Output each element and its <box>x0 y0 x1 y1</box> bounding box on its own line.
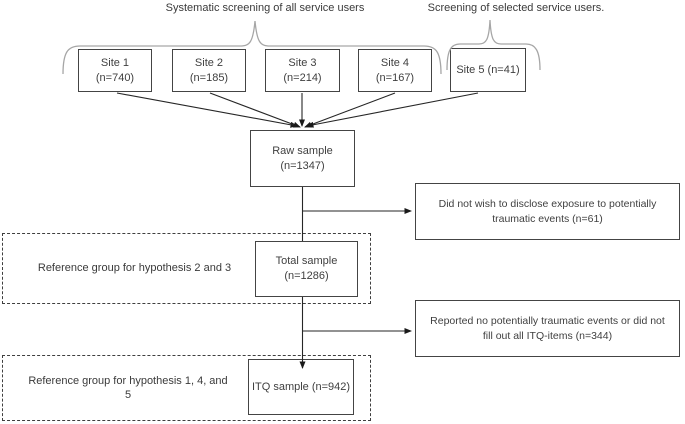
total-sample-box: Total sample (n=1286) <box>255 241 358 297</box>
exclusion-text: Did not wish to disclose exposure to pot… <box>438 198 657 225</box>
reference-group-1-box <box>2 233 371 304</box>
reference-group-1-label: Reference group for hypothesis 2 and 3 <box>37 262 232 275</box>
site-name: Site 5 (n=41) <box>456 63 520 76</box>
arrow-site2-raw <box>209 92 301 128</box>
selected-screening-label: Screening of selected service users. <box>427 2 605 14</box>
site-1-box: Site 1 (n=740) <box>78 49 152 92</box>
site-4-box: Site 4 (n=167) <box>358 49 432 92</box>
exclusion-text: Reported no potentially traumatic events… <box>430 315 665 342</box>
site-count: (n=214) <box>283 71 322 84</box>
site-name: Site 1 <box>100 56 130 69</box>
exclusion-box-1: Did not wish to disclose exposure to pot… <box>415 183 680 240</box>
itq-sample-label: ITQ sample (n=942) <box>251 380 351 393</box>
arrow-site4-raw <box>304 92 396 128</box>
site-name: Site 2 <box>194 56 224 69</box>
site-count: (n=167) <box>375 71 415 84</box>
total-sample-title: Total sample <box>275 255 338 268</box>
systematic-screening-label: Systematic screening of all service user… <box>165 2 365 14</box>
site-name: Site 3 <box>288 56 317 69</box>
itq-sample-box: ITQ sample (n=942) <box>248 359 354 415</box>
raw-sample-count: (n=1347) <box>280 159 325 172</box>
arrow-site5-raw <box>306 92 479 128</box>
total-sample-count: (n=1286) <box>284 270 329 282</box>
raw-sample-title: Raw sample <box>272 144 333 157</box>
site-count: (n=740) <box>95 71 135 84</box>
site-name: Site 4 <box>380 56 410 69</box>
site-5-box: Site 5 (n=41) <box>450 48 526 92</box>
arrow-site1-raw <box>116 92 298 128</box>
site-3-box: Site 3 (n=214) <box>265 49 340 92</box>
raw-sample-box: Raw sample (n=1347) <box>250 130 355 187</box>
reference-group-2-label: Reference group for hypothesis 1, 4, and… <box>28 374 228 401</box>
exclusion-box-2: Reported no potentially traumatic events… <box>415 300 680 357</box>
reference-group-2-box <box>2 355 371 421</box>
site-count: (n=185) <box>189 71 229 84</box>
site-2-box: Site 2 (n=185) <box>172 49 246 92</box>
